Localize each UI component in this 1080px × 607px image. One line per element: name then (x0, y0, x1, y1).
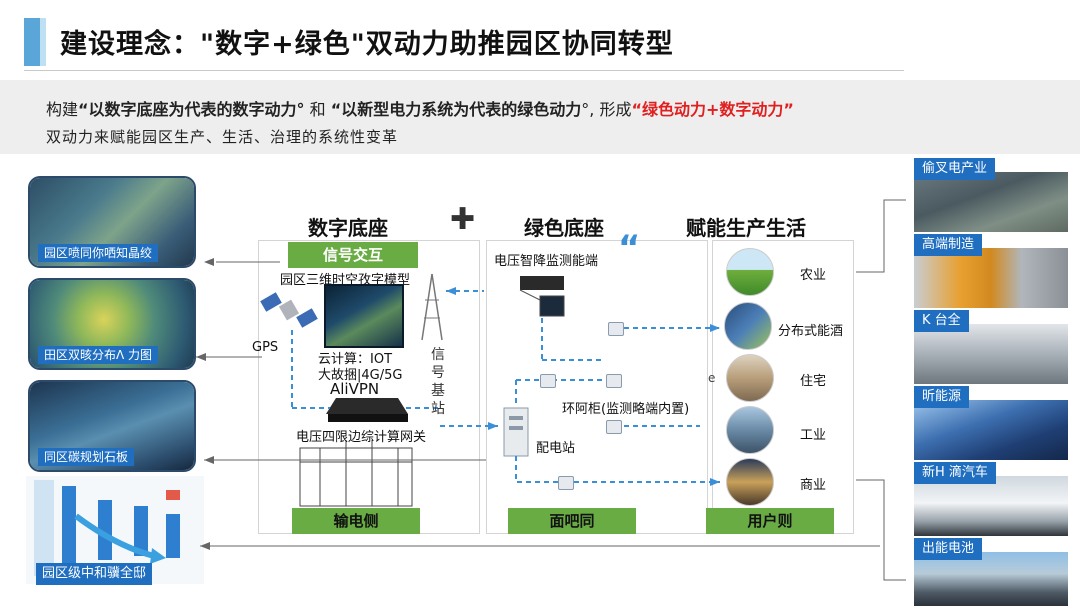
base-station-label-2: 号 (431, 365, 445, 381)
right-panel-battery[interactable]: 出能电池 (908, 538, 1068, 606)
left-panel-caption: 园区喷同你哂知晶绞 (38, 244, 159, 262)
left-chart-caption: 园区级中和骥全邸 (36, 563, 153, 585)
right-panel-new-energy[interactable]: 昕能源 (908, 386, 1068, 460)
title-accent-bar (24, 18, 40, 66)
enable-item-label: 商业 (800, 478, 827, 493)
terminal-device-icon (606, 374, 622, 388)
solar-panels-image (914, 400, 1068, 460)
intro-line-2: 双动力来赋能园区生产、生活、治理的系统性变革 (46, 128, 399, 146)
intro-text: 构建 (46, 100, 79, 119)
user-side-label: 用户则 (706, 508, 834, 534)
base-station-label-1: 信 (431, 347, 445, 363)
agriculture-icon (726, 248, 774, 296)
title-bar: 建设理念："数字+绿色"双动力助推园区协同转型 (24, 14, 1064, 70)
solar-icon (724, 302, 772, 350)
terminal-device-icon (540, 374, 556, 388)
right-panel-caption: 出能电池 (914, 538, 983, 560)
left-panel-caption: 同区碳规划石板 (38, 448, 135, 466)
enable-item-label: 工业 (800, 428, 827, 443)
industry-image (914, 172, 1068, 232)
digital-base-heading: 数字底座 (308, 216, 388, 240)
title-divider (24, 70, 904, 71)
carbon-chart-graphic (34, 480, 180, 576)
intro-line-1: 构建“以数字底座为代表的数字动力° 和 “以新型电力系统为代表的绿色动力°, 形… (46, 96, 794, 120)
right-panel-platform[interactable]: K 台全 (908, 310, 1068, 384)
base-station-label-3: 基 (431, 383, 445, 399)
left-panel-energy-map[interactable]: 田区双晐分布Λ 力图 (28, 278, 196, 370)
right-panel-manufacturing[interactable]: 高端制造 (908, 234, 1068, 308)
right-panel-ev[interactable]: 新H 滴汽车 (908, 462, 1068, 536)
enable-heading: 赋能生产生活 (686, 216, 806, 240)
quote-icon: “ (618, 228, 641, 268)
right-panel-caption: 偷叉电产业 (914, 158, 996, 180)
base-station-tower-icon (421, 273, 443, 341)
cloud-iot-label: 云计算：IOT (318, 352, 393, 367)
arrowheads (196, 258, 214, 550)
residential-icon (726, 354, 774, 402)
page-title: 建设理念："数字+绿色"双动力助推园区协同转型 (60, 29, 674, 60)
intro-text: °, 形成 (581, 100, 632, 119)
left-panel-caption: 田区双晐分布Λ 力图 (38, 346, 159, 364)
intro-digital-phrase: “以数字底座为代表的数字动力° (78, 100, 305, 119)
left-panel-carbon-plan[interactable]: 同区碳规划石板 (28, 380, 196, 472)
distribution-cabinet-icon (503, 407, 529, 457)
enable-item-label: 住宅 (800, 374, 827, 389)
commerce-icon (726, 458, 774, 506)
manufacturing-image (914, 248, 1068, 308)
right-panel-caption: 昕能源 (914, 386, 970, 408)
gray-links (196, 199, 906, 581)
dashed-links (291, 290, 720, 483)
intro-band: 构建“以数字底座为代表的数字动力° 和 “以新型电力系统为代表的绿色动力°, 形… (0, 80, 1080, 154)
substation-label: 配电站 (536, 441, 576, 456)
title-accent-bar-light (40, 18, 46, 66)
battery-factory-image (914, 552, 1068, 606)
grid-side-label: 面吧同 (508, 508, 636, 534)
right-panel-caption: K 台全 (914, 310, 969, 332)
green-base-heading: 绿色底座 (524, 216, 604, 240)
platform-image (914, 324, 1068, 384)
stray-mark: e (708, 371, 716, 385)
enable-item-label: 分布式能酒 (778, 324, 844, 339)
substation-icon (299, 440, 413, 507)
plus-icon: ✚ (450, 202, 476, 237)
intro-highlight: “绿色动力+数字动力” (631, 100, 794, 119)
blue-arrowheads (446, 287, 720, 486)
terminal-device-icon (558, 476, 574, 490)
enable-item-label: 农业 (800, 268, 827, 283)
voltage-monitor-label: 电压智降监测能端 (494, 254, 599, 269)
satellite-icon (260, 292, 318, 328)
terminal-device-icon (608, 322, 624, 336)
intro-green-phrase: “以新型电力系统为代表的绿色动力 (330, 100, 582, 119)
industry-icon (726, 406, 774, 454)
transmission-side-label: 输电侧 (292, 508, 420, 534)
right-panel-industry[interactable]: 偷叉电产业 (908, 158, 1068, 232)
edge-gateway-label: 电压四限边综计算网关 (296, 430, 427, 445)
right-panel-caption: 新H 滴汽车 (914, 462, 996, 484)
left-panel-park-monitor[interactable]: 园区喷同你哂知晶绞 (28, 176, 196, 268)
signal-interaction-label: 信号交互 (288, 242, 418, 268)
right-panel-caption: 高端制造 (914, 234, 983, 256)
ev-charging-image (914, 476, 1068, 536)
vpn-router-icon (326, 398, 408, 422)
city-model-image (324, 284, 404, 348)
gps-label: GPS (252, 340, 279, 355)
base-station-label-4: 站 (431, 401, 445, 417)
monitor-device-icon (519, 276, 565, 317)
terminal-device-icon (606, 420, 622, 434)
intro-text: 和 (309, 100, 326, 119)
alivpn-label: AliVPN (330, 380, 380, 398)
bigdata-label: 大故捆|4G/5G (318, 368, 403, 383)
ring-cabinet-label: 环阿柜(监测略端内置) (562, 402, 690, 417)
